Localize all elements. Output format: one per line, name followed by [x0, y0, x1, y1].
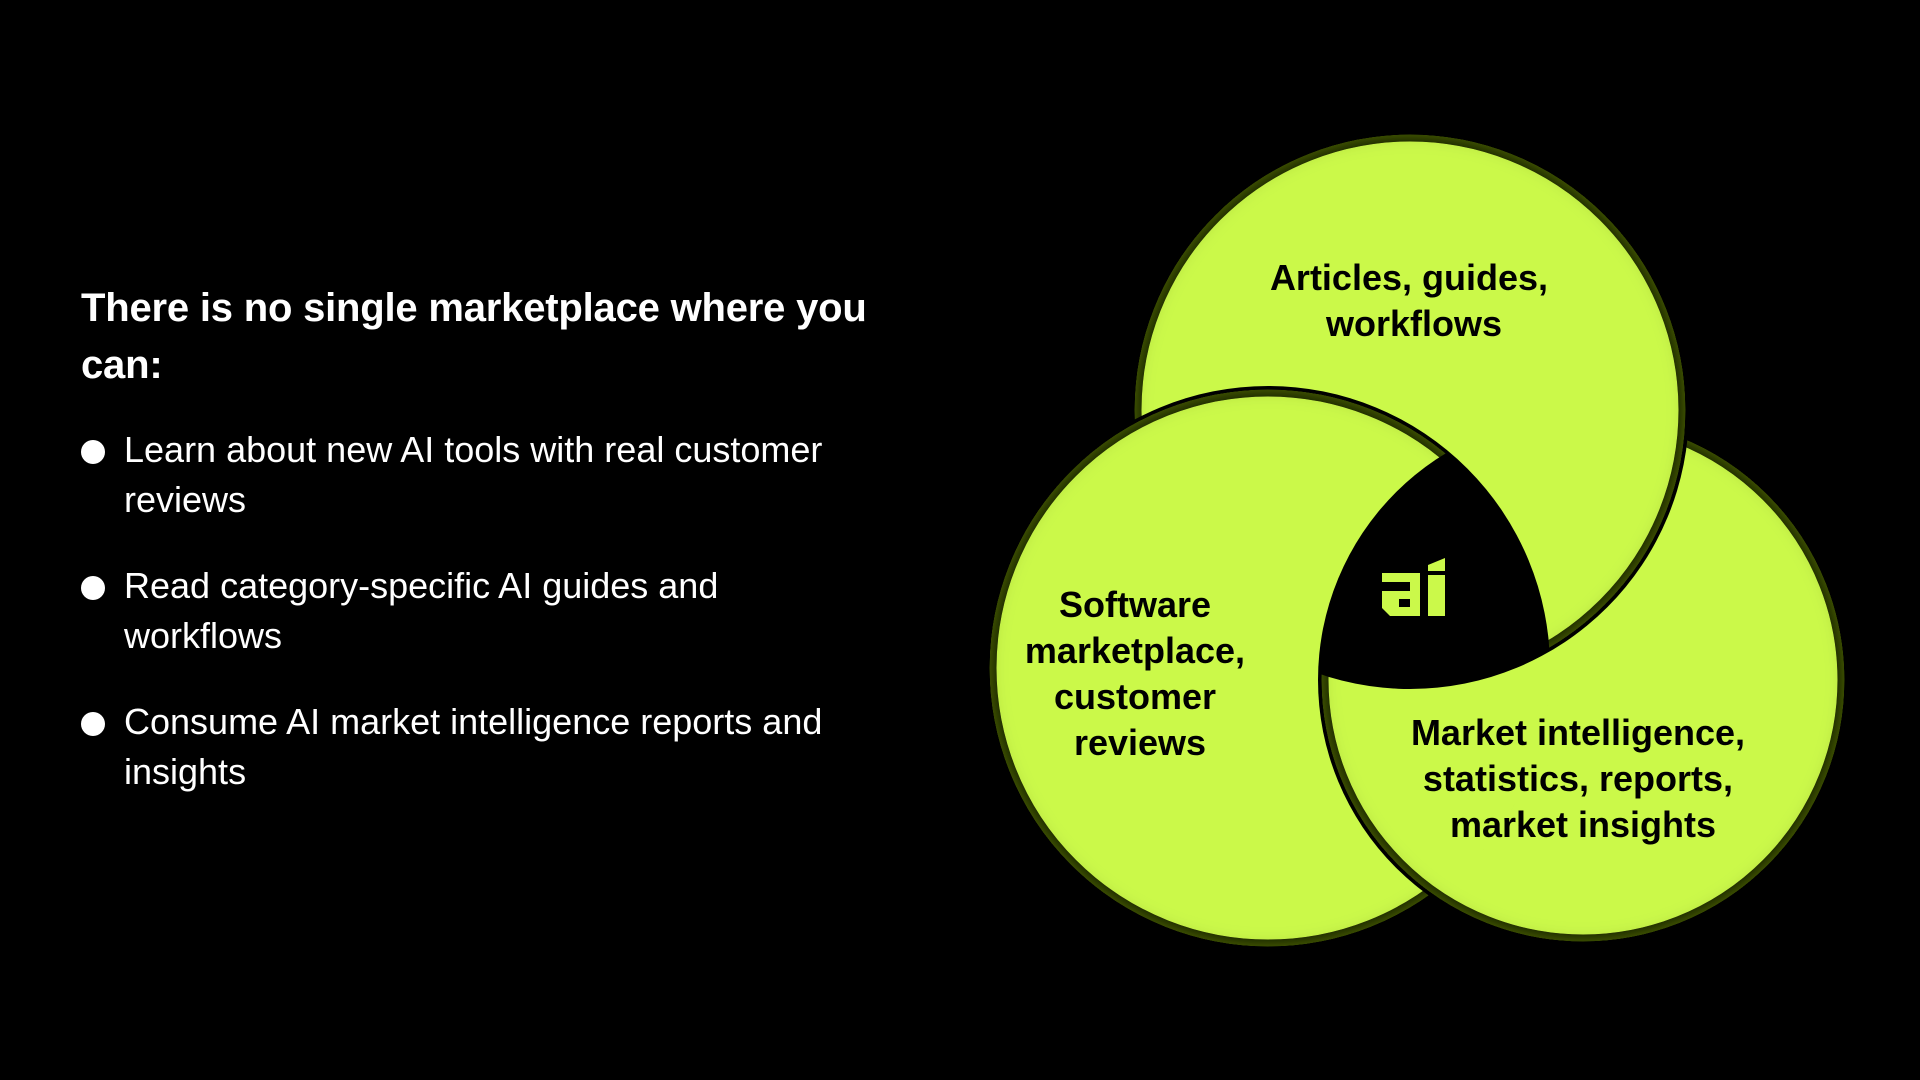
bullet-text: Consume AI market intelligence reports a…	[124, 701, 823, 792]
bullet-item: Learn about new AI tools with real custo…	[81, 425, 881, 525]
bullet-item: Read category-specific AI guides and wor…	[81, 561, 881, 661]
ai-logo-icon	[1382, 558, 1445, 616]
page-heading: There is no single marketplace where you…	[81, 286, 867, 387]
venn-circle-right	[1321, 418, 1845, 942]
label-line: customer	[1054, 676, 1216, 717]
venn-label-right: Market intelligence, statistics, reports…	[1411, 712, 1755, 845]
bullet-list: Learn about new AI tools with real custo…	[81, 425, 881, 833]
bullet-dot-icon	[81, 576, 105, 600]
label-line: reviews	[1074, 722, 1206, 763]
bullet-text: Learn about new AI tools with real custo…	[124, 429, 823, 520]
bullet-dot-icon	[81, 440, 105, 464]
label-line: Software	[1059, 584, 1211, 625]
venn-label-left: Software marketplace, customer reviews	[1025, 584, 1255, 763]
label-line: statistics, reports,	[1423, 758, 1733, 799]
label-line: Articles, guides,	[1270, 257, 1548, 298]
label-line: Market intelligence,	[1411, 712, 1745, 753]
label-line: workflows	[1325, 303, 1502, 344]
bullet-item: Consume AI market intelligence reports a…	[81, 697, 881, 797]
label-line: market insights	[1450, 804, 1716, 845]
venn-label-top: Articles, guides, workflows	[1270, 257, 1558, 344]
bullet-dot-icon	[81, 712, 105, 736]
label-line: marketplace,	[1025, 630, 1245, 671]
bullet-text: Read category-specific AI guides and wor…	[124, 565, 719, 656]
